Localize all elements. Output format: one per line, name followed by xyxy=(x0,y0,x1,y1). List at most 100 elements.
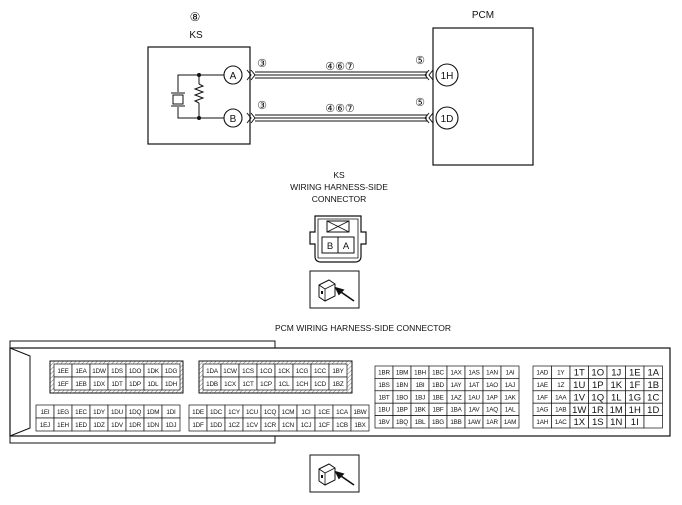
pin-label: 1I xyxy=(631,417,639,428)
pin-label: 1EG xyxy=(57,409,69,416)
pin-label: 1AM xyxy=(504,419,516,426)
pin-label: 1CR xyxy=(264,422,277,429)
ks-connector-chevrons xyxy=(246,69,256,124)
pin-cell xyxy=(643,415,663,429)
pcm-pin-1h xyxy=(435,63,459,87)
pin-label: 1CL xyxy=(279,381,291,388)
pin-label: 1DW xyxy=(92,368,106,375)
ks-label: KS xyxy=(189,30,203,41)
pin-label: 1DM xyxy=(147,409,160,416)
pin-label: 1CJ xyxy=(301,422,312,429)
pin-label: 1EI xyxy=(41,409,50,416)
ks-circle-number: ⑧ xyxy=(190,10,201,24)
ks-pin-a-label: A xyxy=(230,71,237,82)
pin-label: 1EH xyxy=(57,422,69,429)
pin-label: 1DZ xyxy=(93,422,105,429)
pin-label: 1AB xyxy=(555,407,566,414)
pcm-connector-end xyxy=(9,347,31,437)
pin-label: 1Q xyxy=(591,392,604,403)
ks-connector-terminal-b-label: B xyxy=(327,241,333,252)
pin-label: 1P xyxy=(592,380,604,391)
pin-label: 1BB xyxy=(450,419,461,426)
pin-label: 1E xyxy=(629,368,641,379)
pin-label: 1K xyxy=(610,380,622,391)
pin-label: 1CB xyxy=(336,422,348,429)
pin-label: 1DU xyxy=(111,409,124,416)
pin-label: 1AG xyxy=(536,407,548,414)
pcm-connector-rail-bottom xyxy=(9,435,276,444)
pin-label: 1AP xyxy=(486,394,497,401)
note-wire-bottom: ④⑥⑦ xyxy=(325,103,355,115)
pcm-pin-1d-label: 1D xyxy=(441,114,454,125)
ks-connector-terminal-a xyxy=(337,236,355,254)
pin-label: 1DS xyxy=(111,368,123,375)
pin-label: 1W xyxy=(572,405,586,416)
pin-cell xyxy=(350,417,370,432)
pin-label: 1DG xyxy=(165,368,178,375)
shielded-wires xyxy=(255,71,427,122)
pin-label: 1CD xyxy=(314,381,327,388)
pin-label: 1DK xyxy=(147,368,160,375)
pin-label: 1DC xyxy=(210,409,223,416)
pin-label: 1CA xyxy=(336,409,349,416)
pin-label: 1CG xyxy=(296,368,309,375)
junction-dot xyxy=(197,116,201,120)
pin-label: 1DD xyxy=(210,422,223,429)
pcm-label: PCM xyxy=(472,10,494,21)
pin-label: 1AK xyxy=(504,394,516,401)
pin-label: 1AY xyxy=(451,382,463,389)
pin-label: 1DJ xyxy=(166,422,177,429)
pin-label: 1EF xyxy=(58,381,69,388)
pin-label: 1L xyxy=(611,392,622,403)
pin-label: 1D xyxy=(647,405,659,416)
pin-label: 1CI xyxy=(301,409,311,416)
pin-label: 1BL xyxy=(415,419,426,426)
pin-label: 1BD xyxy=(432,382,444,389)
pin-label: 1BS xyxy=(378,382,389,389)
pin-label: 1H xyxy=(629,405,641,416)
pin-cell xyxy=(161,376,181,391)
ks-pin-b xyxy=(223,108,243,128)
note-right-top: ⑤ xyxy=(415,55,425,67)
pin-label: 1CC xyxy=(314,368,327,375)
pin-label: 1AD xyxy=(536,370,548,377)
pin-label: 1F xyxy=(629,380,640,391)
pin-label: 1AZ xyxy=(451,394,462,401)
pin-label: 1AU xyxy=(468,394,480,401)
pin-label: 1U xyxy=(573,380,585,391)
pin-label: 1Z xyxy=(557,382,564,389)
ks-connector: KS WIRING HARNESS-SIDE CONNECTOR B A xyxy=(290,170,388,309)
pin-label: 1AW xyxy=(468,419,481,426)
pin-label: 1CE xyxy=(318,409,330,416)
pin-label: 1AF xyxy=(537,394,548,401)
pcm-pin-1d xyxy=(435,106,459,130)
pin-label: 1BK xyxy=(414,407,426,414)
pin-label: 1BO xyxy=(396,394,408,401)
pin-label: 1A xyxy=(647,368,659,379)
pin-label: 1DR xyxy=(129,422,142,429)
pin-label: 1BX xyxy=(354,422,366,429)
pin-cell xyxy=(500,415,520,429)
pin-label: 1AT xyxy=(469,382,480,389)
pcm-box xyxy=(432,27,534,166)
pin-label: 1DF xyxy=(192,422,204,429)
pin-label: 1AA xyxy=(555,394,567,401)
pin-label: 1EB xyxy=(75,381,86,388)
pin-label: 1R xyxy=(592,405,604,416)
ks-pin-a xyxy=(223,65,243,85)
pin-label: 1BF xyxy=(433,407,444,414)
pin-label: 1DI xyxy=(166,409,176,416)
pin-label: 1CK xyxy=(278,368,291,375)
ks-sensor-box xyxy=(147,46,251,145)
pin-label: 1AE xyxy=(537,382,548,389)
pin-label: 1EC xyxy=(75,409,87,416)
note-wire-top: ④⑥⑦ xyxy=(325,61,355,73)
pin-label: 1CN xyxy=(282,422,295,429)
ks-connector-title-line1: KS xyxy=(333,170,345,180)
pin-label: 1EE xyxy=(57,368,68,375)
pcm-connector-chevrons xyxy=(424,69,434,124)
pin-label: 1J xyxy=(611,368,621,379)
pin-label: 1CS xyxy=(242,368,254,375)
